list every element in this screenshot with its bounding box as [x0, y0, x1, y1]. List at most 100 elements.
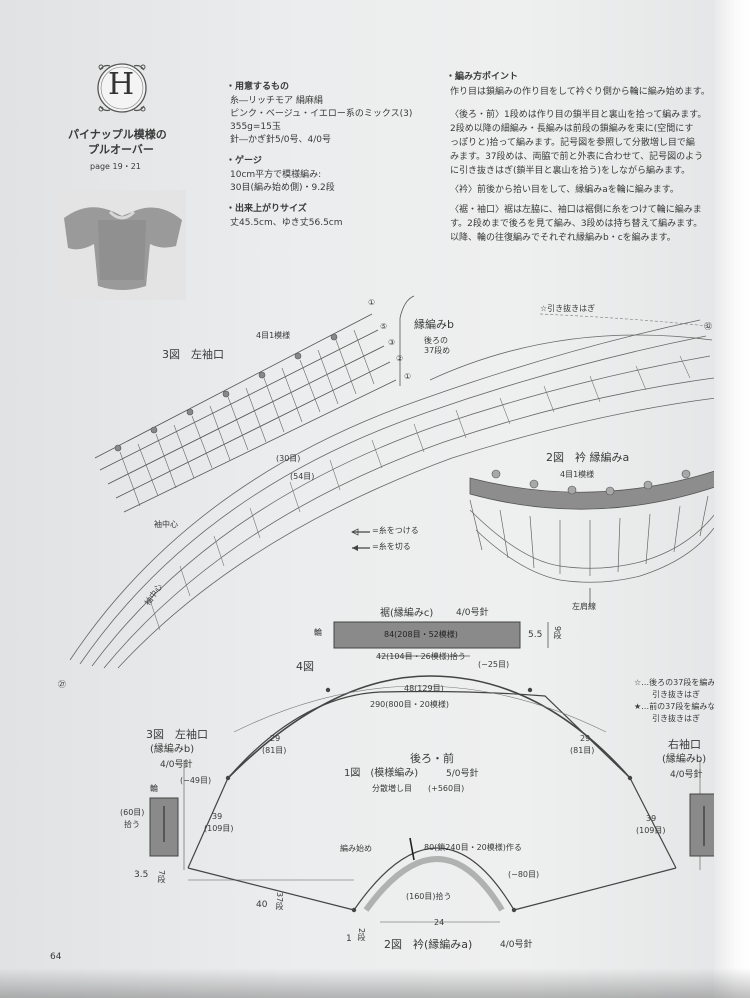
materials-line: 針―かぎ針5/0号、4/0号 — [230, 135, 331, 145]
fig3-back-label: 後ろの — [424, 336, 448, 345]
row-mark: ① — [404, 372, 412, 381]
right-cuff-needle: 4/0号針 — [670, 770, 703, 780]
points-line: 〈裾・袖口〉裾は左脇に、袖口は裾側に糸をつけて輪に編みま — [450, 205, 702, 215]
hem-pick: 42(104目・26模様)拾う — [376, 652, 466, 661]
left-cuff-ring: 輪 — [150, 784, 158, 793]
points-line: 〈衿〉前後から拾い目をして、縁編みaを輪に編みます。 — [450, 185, 679, 195]
points-line: 作り目は鎖編みの作り目をして衿ぐり側から輪に編み始めます。 — [450, 87, 710, 97]
row-mark: ⑤ — [380, 322, 388, 331]
materials-line: ピンク・ベージュ・イエロー系のミックス(3) — [230, 109, 413, 119]
row-mark: ① — [368, 298, 376, 307]
fig1-increase: 分散増し目 — [372, 784, 412, 793]
hem-ring: 輪 — [314, 628, 322, 637]
fig3-title: 3図 左袖口 — [162, 348, 224, 361]
hem-band — [333, 621, 521, 649]
fig1-outer-total: 290(800目・20模様) — [370, 700, 449, 709]
fig1-inner-width: 24 — [434, 918, 445, 927]
bottom-shadow — [0, 968, 750, 998]
left-cuff-pick2: 拾う — [124, 820, 140, 829]
materials-line: 糸―リッチモア 絹麻絹 — [230, 96, 323, 106]
points-line: っぽりと)拾って編みます。記号図を参照して分散増し目で編 — [450, 138, 695, 148]
fig1-chain: 80(鎖240目・20模様)作る — [424, 843, 522, 852]
legend-cut-arrow — [352, 545, 358, 551]
pattern-title-line1: パイナップル模様の — [68, 128, 167, 141]
hem-title: 裾(縁編みc) — [380, 608, 434, 619]
joining-arc — [429, 334, 713, 381]
fig1-depth: 40 — [256, 900, 268, 910]
page-edge — [714, 0, 750, 998]
collar-needle: 4/0号針 — [500, 940, 533, 950]
hem-needle: 4/0号針 — [456, 608, 489, 618]
fig1-side-right-sts: (81目) — [570, 746, 595, 755]
right-cuff-title: 右袖口 — [668, 738, 701, 751]
pattern-letter: H — [108, 67, 135, 102]
fig1-side-left: 29 — [270, 734, 281, 743]
right-cuff-sub: (縁編みb) — [662, 754, 707, 765]
fig1-title2: 1図 (模様編み) — [344, 768, 419, 779]
points-line: 〈後ろ・前〉1段めは作り目の鎖半目と裏山を拾って編みます。 — [450, 110, 707, 120]
size-line: 丈45.5cm、ゆき丈56.5cm — [230, 218, 343, 228]
fig1-collar-pick: (160目)拾う — [406, 892, 452, 901]
collar-height: 1 — [346, 934, 352, 944]
collar-edging-chart — [469, 469, 719, 606]
points-line: 以降、輪の往復編みでそれぞれ縁編みb・cを編みます。 — [450, 233, 676, 243]
pattern-title-line2: プルオーバー — [88, 143, 154, 156]
fig1-lower-left-sts: (109目) — [204, 824, 234, 833]
fig1-lower-right-sts: (109目) — [636, 826, 666, 835]
garment-photo — [58, 190, 186, 300]
points-line: みます。37段めは、両脇で前と外表に合わせて、記号図のよう — [450, 152, 704, 162]
fig3-edging-label: 縁編みb — [414, 318, 454, 331]
note-star-filled: ★…前の37段を編みながら — [634, 702, 732, 711]
page-reference: page 19・21 — [90, 162, 141, 171]
points-line: す。2段めまで後ろを見て編み、3段めは持ち替えて編みます。 — [450, 219, 703, 229]
right-mark: ㉜ — [704, 322, 712, 331]
left-cuff-needle: 4/0号針 — [160, 760, 193, 770]
hem-minus: (−25目) — [478, 660, 510, 669]
sleeve-cuff-stitch-chart — [94, 313, 397, 513]
hem-rows: 9段 — [553, 626, 562, 640]
fig1-outer-arc: 48(129目) — [404, 684, 444, 693]
points-line: 2段め以降の細編み・長編みは前段の鎖編みを束に(空間にす — [450, 124, 694, 134]
fig3-pattern-label: 4目1模様 — [256, 331, 291, 340]
fig1-lower-left: 39 — [212, 812, 223, 821]
points-heading: ・編み方ポイント — [446, 72, 519, 82]
row-mark: ② — [396, 354, 404, 363]
fig1-side-right: 29 — [580, 734, 591, 743]
letter-emblem — [97, 63, 147, 113]
left-cuff-pick: (60目) — [120, 808, 145, 817]
fig1-increase-val: (+560目) — [428, 784, 465, 793]
collar-rows: 2段 — [357, 928, 366, 942]
fig2-pattern-label: 4目1模様 — [560, 470, 595, 479]
gauge-line: 30目(編み始め側)・9.2段 — [230, 183, 335, 193]
body-fan-diagram — [183, 675, 701, 923]
size-heading: ・出来上がりサイズ — [226, 204, 307, 214]
fig3-back-label-2: 37段め — [424, 346, 451, 355]
gauge-line: 10cm平方で模様編み: — [230, 170, 322, 180]
fan-corner-dots — [225, 687, 633, 913]
points-line: に引き抜きはぎ(鎖半目と裏山を拾う)をしながら編みます。 — [450, 166, 691, 176]
sleeve-center-label: 袖中心 — [154, 520, 178, 529]
fig2-shoulder-label: 左肩線 — [572, 602, 596, 611]
fig3-30-label: (30目) — [276, 454, 301, 463]
left-cuff-minus: (−49目) — [180, 776, 212, 785]
fig2-title: 2図 衿 縁編みa — [546, 451, 630, 464]
materials-heading: ・用意するもの — [226, 82, 290, 92]
left-cuff-sub: (縁編みb) — [150, 744, 195, 755]
note-star-filled-2: 引き抜きはぎ — [652, 714, 700, 723]
left-cuff-height: 3.5 — [134, 870, 149, 880]
sleeve-body-rows — [69, 319, 717, 669]
fig1-needle: 5/0号針 — [446, 769, 479, 779]
legend-cut: =糸を切る — [372, 542, 411, 551]
fig3-54-label: (54目) — [290, 472, 315, 481]
joining-guide — [539, 313, 709, 327]
gauge-heading: ・ゲージ — [226, 156, 262, 166]
left-cuff-title: 3図 左袖口 — [146, 728, 208, 741]
hem-height: 5.5 — [528, 630, 543, 640]
note-star-outline-2: 引き抜きはぎ — [652, 690, 700, 699]
fig3-joining-label: ☆引き抜きはぎ — [540, 304, 596, 313]
page-number: 64 — [50, 952, 62, 962]
start-mark: ㉗ — [58, 680, 66, 689]
note-star-outline: ☆…後ろの37段を編みながら — [634, 678, 740, 687]
